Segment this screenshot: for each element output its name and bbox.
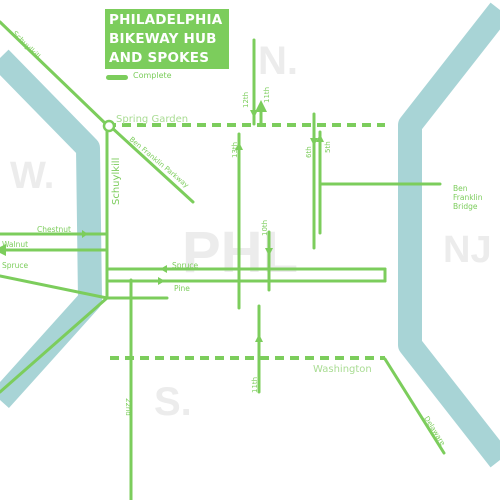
legend-complete-label: Complete [133, 71, 172, 80]
street-label-walnut: Walnut [2, 240, 28, 249]
street-label-spruce-left: Spruce [2, 261, 28, 270]
route-delaware [383, 357, 446, 455]
arrow-5th [316, 134, 324, 142]
street-label-spring-garden: Spring Garden [116, 114, 188, 125]
route-schuylkill-lower [0, 296, 109, 394]
region-label-south: S. [154, 380, 192, 424]
street-label-ben-franklin-bridge-1: Ben [453, 184, 468, 193]
street-label-chestnut: Chestnut [37, 225, 71, 234]
hub-circle [102, 119, 116, 133]
delaware-river [398, 2, 500, 468]
street-label-washington: Washington [313, 364, 372, 375]
region-label-nj: NJ [443, 229, 492, 271]
route-ben-franklin-parkway [108, 124, 195, 204]
street-label-13th: 13th [231, 142, 239, 158]
street-label-schuylkill-top: Schuylkill [11, 29, 42, 60]
region-label-west: W. [10, 155, 54, 197]
street-label-10th: 10th [261, 220, 269, 236]
street-label-ben-franklin-bridge-2: Franklin [453, 193, 483, 202]
schuylkill-river [0, 49, 102, 409]
title-line-2: BIKEWAY HUB [109, 31, 217, 47]
street-label-ben-franklin-parkway: Ben Franklin Parkway [128, 135, 190, 189]
legend-complete-swatch [106, 75, 128, 80]
arrow-pine [158, 277, 165, 285]
arrow-12th [250, 110, 258, 118]
arrow-13th [235, 142, 243, 150]
map-title: PHILADELPHIA BIKEWAY HUB AND SPOKES [105, 9, 229, 69]
title-line-3: AND SPOKES [109, 50, 210, 66]
arrow-10th [265, 248, 273, 256]
street-label-spruce-center: Spruce [172, 261, 198, 270]
street-label-5th: 5th [324, 141, 332, 153]
arrow-6th [310, 138, 318, 146]
arrow-spruce-center [160, 265, 167, 273]
street-label-12th: 12th [242, 92, 250, 108]
region-label-north: N. [258, 39, 298, 83]
street-label-22nd: 22nd [124, 398, 132, 416]
street-label-schuylkill-vertical: Schuylkill [111, 158, 122, 205]
street-label-ben-franklin-bridge-3: Bridge [453, 202, 478, 211]
street-label-pine: Pine [174, 284, 190, 293]
arrow-11th-bottom [255, 334, 263, 342]
street-label-6th: 6th [305, 146, 313, 158]
street-label-11th-bottom: 11th [251, 377, 259, 393]
street-label-delaware: Delaware [422, 415, 446, 447]
route-spruce-left [0, 274, 109, 300]
title-line-1: PHILADELPHIA [109, 12, 223, 28]
route-schuylkill-diagonal [0, 20, 110, 128]
street-label-11th-top: 11th [263, 87, 271, 103]
